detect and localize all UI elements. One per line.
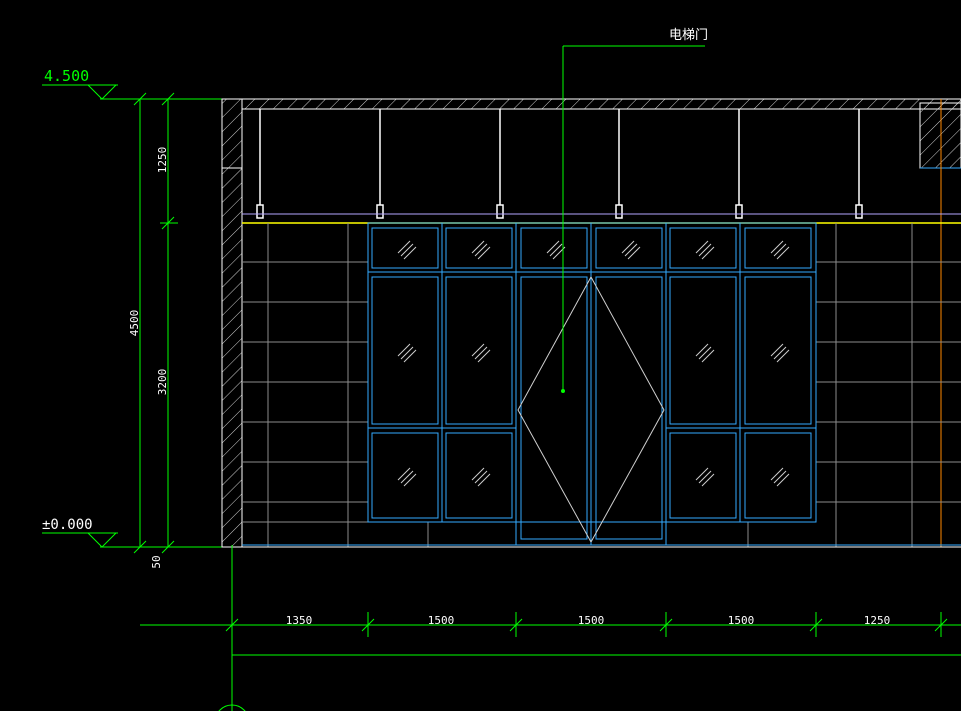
dim-lower-label: 3200 [156, 369, 169, 396]
callout-label: 电梯门 [669, 28, 708, 43]
dim-total-label: 4500 [128, 310, 141, 337]
dim-segment-4: 1500 [728, 614, 755, 627]
callout-leader [561, 45, 705, 393]
level-bottom-label: ±0.000 [42, 517, 93, 533]
ceiling-hangers [256, 109, 863, 219]
dim-segment-2: 1500 [428, 614, 455, 627]
glass-partition [367, 222, 817, 545]
wall-tile-grid [242, 223, 961, 547]
dim-segment-5: 1250 [864, 614, 891, 627]
glass-marks [397, 240, 790, 487]
level-top-label: 4.500 [44, 67, 89, 85]
level-marker-top [42, 84, 118, 100]
horizontal-dimension-chain [140, 545, 961, 711]
dim-segment-1: 1350 [286, 614, 313, 627]
left-wall [221, 98, 243, 548]
dim-upper-label: 1250 [156, 147, 169, 174]
ceiling-slab [241, 98, 961, 110]
vertical-dimension-chain [100, 92, 228, 554]
level-marker-bottom [42, 532, 118, 548]
dim-base-label: 50 [150, 555, 163, 568]
dim-segment-3: 1500 [578, 614, 605, 627]
elevator-door-swing [517, 276, 665, 543]
